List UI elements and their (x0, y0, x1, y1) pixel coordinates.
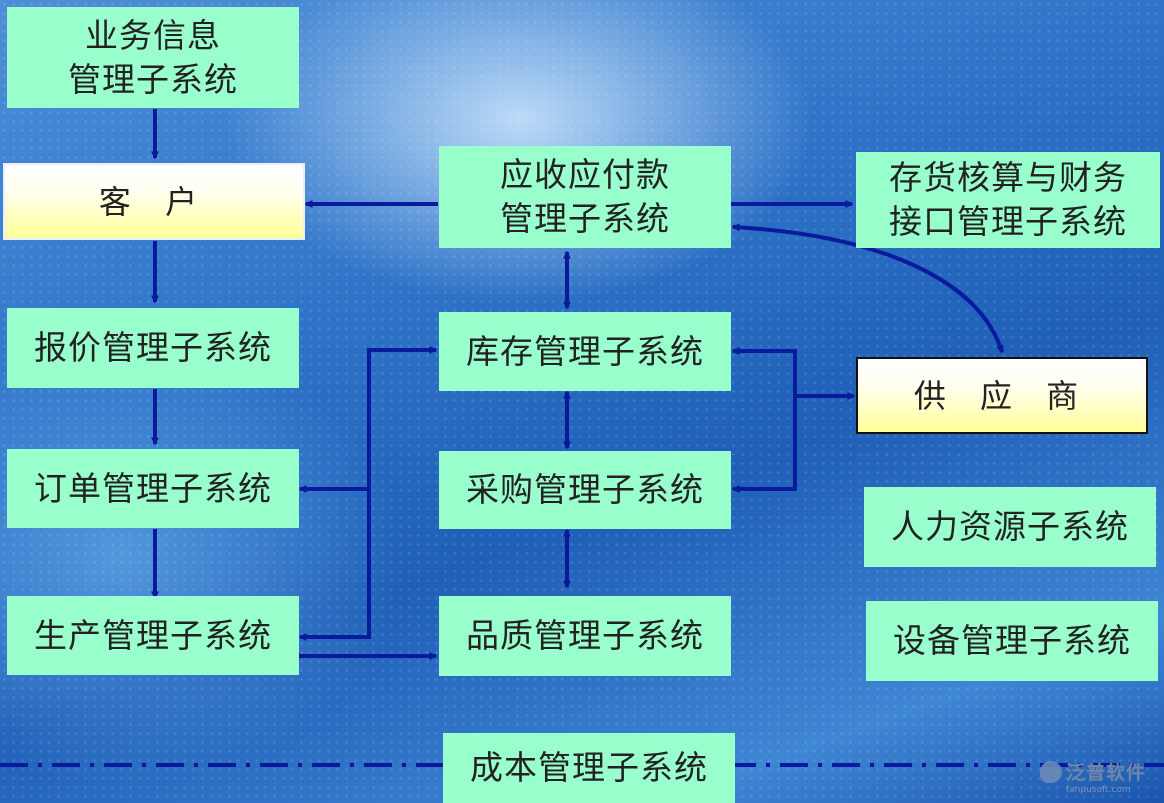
node-purchase-label: 采购管理子系统 (466, 470, 704, 509)
node-warehouse[interactable]: 库存管理子系统 (439, 312, 731, 391)
node-ar-ap-line1: 应收应付款 (500, 155, 670, 194)
node-supplier-label: 供 应 商 (913, 376, 1091, 415)
node-ar-ap[interactable]: 应收应付款 管理子系统 (439, 146, 731, 248)
node-customer-label: 客 户 (98, 182, 210, 221)
arrow-arap-supplier (731, 223, 1004, 354)
node-business-info-line1: 业务信息 (85, 15, 221, 55)
node-ar-ap-line2: 管理子系统 (500, 199, 670, 238)
node-inventory-finance[interactable]: 存货核算与财务 接口管理子系统 (856, 152, 1160, 248)
node-supplier[interactable]: 供 应 商 (856, 357, 1148, 434)
node-equipment-label: 设备管理子系统 (893, 621, 1131, 660)
node-cost-label: 成本管理子系统 (470, 748, 708, 787)
node-quality[interactable]: 品质管理子系统 (439, 596, 731, 676)
node-inventory-finance-line1: 存货核算与财务 (889, 158, 1127, 197)
brand-logo-icon (1040, 760, 1062, 783)
node-business-info[interactable]: 业务信息 管理子系统 (7, 7, 299, 108)
brand-logo-url: fanpusoft.com (1066, 785, 1131, 795)
arrow-warehouse-to-supplier-bus (731, 347, 797, 493)
node-quotation-label: 报价管理子系统 (34, 328, 272, 367)
node-inventory-finance-line2: 接口管理子系统 (889, 202, 1127, 241)
arrow-production-to-warehouse (298, 346, 438, 641)
node-production-label: 生产管理子系统 (34, 615, 272, 655)
node-cost[interactable]: 成本管理子系统 (443, 733, 735, 803)
node-hr[interactable]: 人力资源子系统 (864, 487, 1156, 567)
node-customer[interactable]: 客 户 (3, 163, 305, 240)
node-production[interactable]: 生产管理子系统 (7, 596, 299, 675)
node-purchase[interactable]: 采购管理子系统 (439, 451, 731, 529)
node-order[interactable]: 订单管理子系统 (7, 449, 299, 528)
node-equipment[interactable]: 设备管理子系统 (866, 601, 1158, 681)
node-quality-label: 品质管理子系统 (466, 616, 704, 655)
node-quotation[interactable]: 报价管理子系统 (7, 308, 299, 388)
brand-logo-text: 泛普软件 (1066, 762, 1147, 784)
node-warehouse-label: 库存管理子系统 (466, 331, 704, 371)
node-business-info-line2: 管理子系统 (68, 59, 238, 99)
node-hr-label: 人力资源子系统 (891, 507, 1129, 546)
brand-logo: 泛普软件 fanpusoft.com (1040, 758, 1160, 798)
node-order-label: 订单管理子系统 (34, 468, 272, 508)
